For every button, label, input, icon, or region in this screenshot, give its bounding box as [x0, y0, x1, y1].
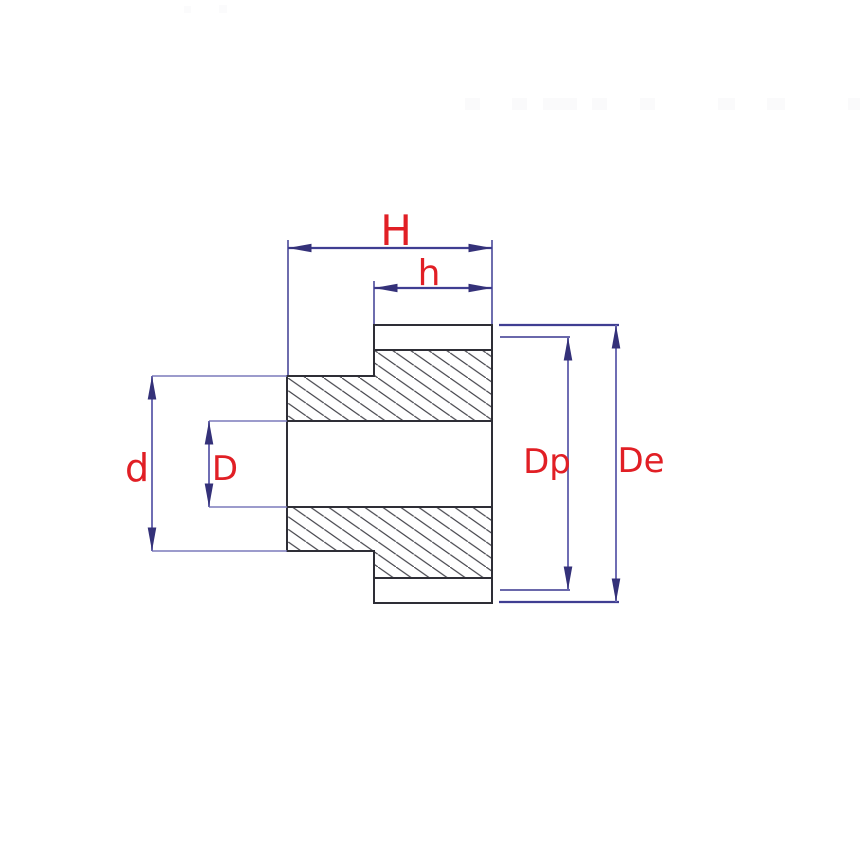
total-width-label: H: [380, 206, 412, 255]
dimension-H: H: [287, 206, 493, 375]
bore-diameter-label: D: [212, 449, 238, 489]
dimension-De: De: [499, 323, 665, 604]
tooth-face-width-label: h: [418, 253, 441, 294]
watermark-artifacts: [184, 5, 860, 110]
dimension-Dp: Dp: [500, 336, 573, 591]
hatch-region-lower: [287, 507, 492, 578]
dimension-h: h: [373, 253, 492, 324]
dimension-D: D: [204, 420, 287, 508]
gear-profile-outline: [286, 324, 493, 604]
dimension-d: d: [125, 375, 287, 552]
hatch-region-upper: [287, 350, 492, 421]
hub-diameter-label: d: [125, 446, 149, 490]
gear-section: [286, 324, 493, 604]
pitch-diameter-label: Dp: [523, 442, 571, 482]
outer-diameter-label: De: [617, 441, 664, 481]
